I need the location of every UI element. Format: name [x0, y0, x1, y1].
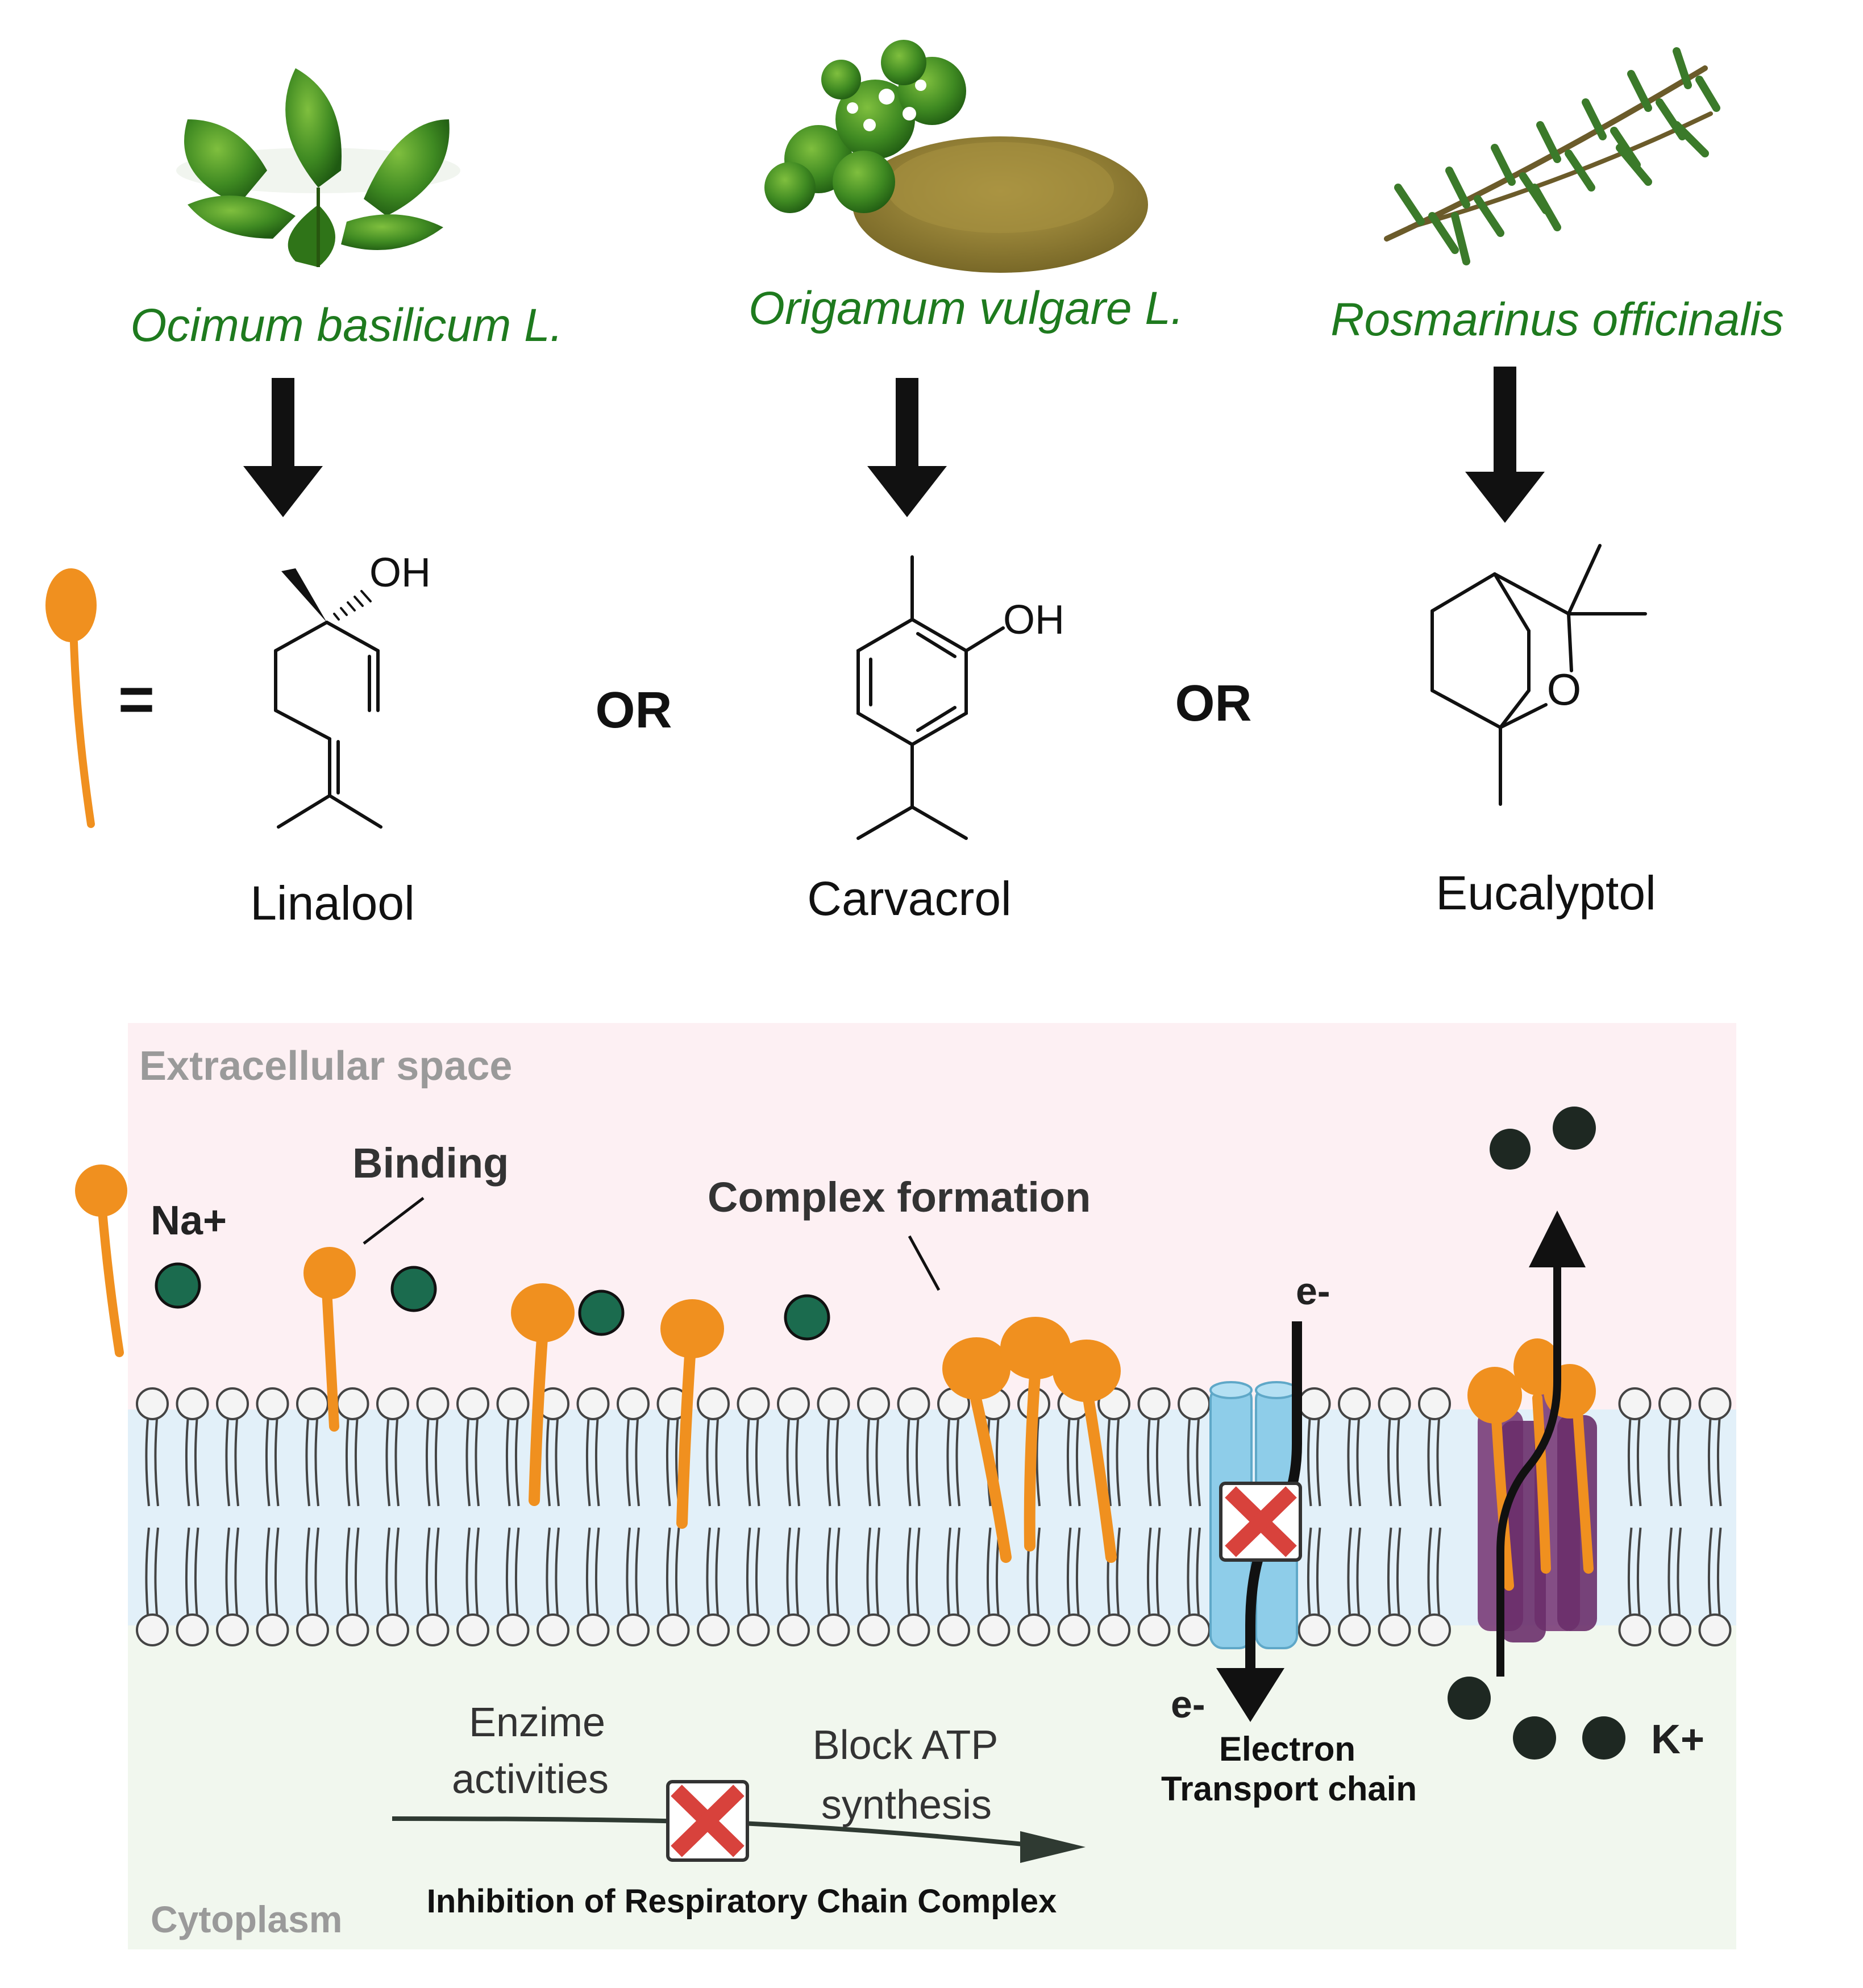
cytoplasm-label: Cytoplasm: [151, 1898, 342, 1940]
linalool-oh-label: OH: [369, 550, 431, 596]
k-label: K+: [1651, 1717, 1704, 1762]
compound-name-eucalyptol: Eucalyptol: [1436, 866, 1656, 920]
down-arrow-icon: [1465, 367, 1545, 523]
lipid-bilayer: [136, 1387, 1732, 1646]
block-icon: [1219, 1482, 1302, 1562]
inserted-ligand-icon: [511, 1283, 575, 1506]
carvacrol-oh-label: OH: [1003, 597, 1064, 643]
electron-label-top: e-: [1296, 1270, 1330, 1313]
inserted-ligand-icon: [660, 1299, 724, 1529]
complex-formation-label: Complex formation: [708, 1174, 1091, 1221]
linalool-structure: [274, 568, 382, 829]
or-label-2: OR: [1175, 675, 1252, 732]
block-icon: [666, 1780, 749, 1862]
binding-ligand-icon: [303, 1247, 356, 1432]
rosemary-image: [1384, 47, 1720, 265]
na-label: Na+: [151, 1198, 227, 1243]
potassium-ion-icon: [1448, 1107, 1625, 1760]
oregano-image: [764, 40, 1148, 273]
eucalyptol-structure: [1430, 544, 1647, 806]
sodium-ion-icon: [155, 1262, 830, 1341]
etc-label-line2: Transport chain: [1161, 1770, 1417, 1808]
enzime-label-line2: activities: [452, 1757, 609, 1802]
plant-name-origamum: Origamum vulgare L.: [748, 282, 1184, 334]
basil-image: [176, 68, 460, 267]
carvacrol-structure: [856, 555, 1005, 840]
etc-label-line1: Electron: [1219, 1730, 1355, 1768]
potassium-efflux-arrow: [1496, 1211, 1586, 1677]
compound-name-linalool: Linalool: [250, 876, 415, 930]
atp-label-line2: synthesis: [821, 1782, 992, 1828]
ligand-legend-icon: [45, 568, 97, 828]
eucalyptol-o-label: O: [1547, 664, 1582, 714]
down-arrow-icon: [243, 378, 323, 517]
or-label-1: OR: [596, 682, 672, 739]
extracellular-region: [128, 1023, 1736, 1409]
enzime-label-line1: Enzime: [469, 1700, 605, 1745]
ligand-complex-icon: [942, 1317, 1121, 1563]
plant-name-ocimum: Ocimum basilicum L.: [131, 300, 563, 351]
complex-pointer: [908, 1235, 941, 1291]
equals-sign: =: [118, 664, 155, 734]
binding-pointer: [363, 1197, 425, 1245]
binding-label: Binding: [352, 1139, 509, 1187]
inhibition-label: Inhibition of Respiratory Chain Complex: [427, 1883, 1057, 1920]
down-arrow-icon: [867, 378, 947, 517]
free-ligand-icon: [75, 1164, 127, 1357]
electron-label-bottom: e-: [1171, 1683, 1205, 1726]
atp-label-line1: Block ATP: [813, 1723, 999, 1768]
plant-name-rosmarinus: Rosmarinus officinalis: [1330, 294, 1784, 346]
extracellular-label: Extracellular space: [139, 1043, 512, 1089]
compound-name-carvacrol: Carvacrol: [807, 872, 1011, 925]
